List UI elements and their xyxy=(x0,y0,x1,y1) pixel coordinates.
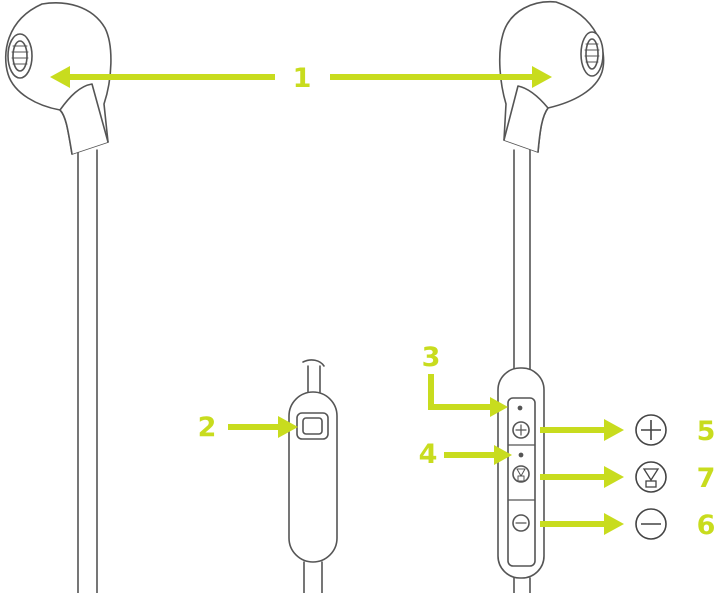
right-earbud xyxy=(500,2,604,370)
arrow-6 xyxy=(540,513,624,535)
callout-2: 2 xyxy=(198,412,217,443)
remote-control xyxy=(498,368,544,593)
callout-7: 7 xyxy=(697,463,716,494)
play-pause-icon xyxy=(636,462,666,492)
arrow-2 xyxy=(228,416,298,438)
arrow-7 xyxy=(540,466,624,488)
left-earbud xyxy=(6,3,111,593)
led-dot xyxy=(518,406,521,409)
magnet-clip-cable xyxy=(289,360,337,593)
arrow-3 xyxy=(431,374,508,417)
callout-5: 5 xyxy=(697,416,716,447)
minus-icon xyxy=(636,509,666,539)
callout-1: 1 xyxy=(293,63,312,94)
arrow-5 xyxy=(540,419,624,441)
mic-hole xyxy=(519,453,522,456)
plus-icon xyxy=(636,415,666,445)
callout-4: 4 xyxy=(419,439,438,470)
callout-3: 3 xyxy=(422,342,441,373)
callout-6: 6 xyxy=(697,510,716,541)
function-icons xyxy=(636,415,666,492)
